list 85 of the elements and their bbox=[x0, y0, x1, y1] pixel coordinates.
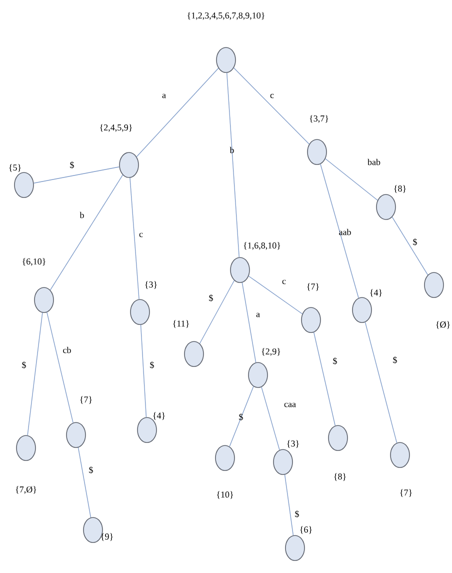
set-label: {7} bbox=[80, 396, 92, 404]
tree-edge bbox=[136, 68, 219, 158]
tree-node bbox=[230, 257, 250, 283]
edge-label: aab bbox=[339, 228, 351, 236]
edge-label: $ bbox=[413, 238, 417, 246]
edge-label: $ bbox=[22, 361, 26, 369]
tree-node bbox=[248, 362, 268, 388]
edge-label: $ bbox=[209, 294, 213, 302]
tree-node bbox=[424, 272, 444, 298]
set-label: {Ø} bbox=[436, 321, 450, 329]
tree-edge bbox=[46, 312, 74, 424]
tree-node bbox=[66, 422, 86, 448]
edge-label: $ bbox=[150, 361, 154, 369]
edge-label: caa bbox=[284, 402, 296, 408]
set-label: {1,2,3,4,5,6,7,8,9,10} bbox=[188, 12, 264, 20]
tree-edge bbox=[233, 68, 310, 144]
tree-node bbox=[390, 442, 410, 468]
tree-node bbox=[273, 449, 293, 475]
edge-label: a bbox=[162, 94, 166, 98]
edge-label: b bbox=[230, 146, 234, 154]
set-label: {5} bbox=[9, 164, 21, 172]
tree-edge bbox=[27, 312, 43, 436]
tree-edge bbox=[226, 72, 240, 258]
tree-node bbox=[215, 445, 235, 471]
edge-label: c bbox=[282, 280, 286, 284]
tree-edge bbox=[325, 158, 378, 201]
tree-edge bbox=[78, 447, 92, 518]
tree-node bbox=[352, 297, 372, 323]
tree-node bbox=[14, 172, 34, 198]
tree-edge bbox=[284, 474, 294, 536]
tree-node bbox=[376, 194, 396, 220]
tree-node bbox=[34, 287, 54, 313]
tree-edge bbox=[229, 386, 254, 447]
tree-node bbox=[184, 341, 204, 367]
tree-node bbox=[83, 517, 103, 543]
set-label: {7} bbox=[400, 489, 412, 497]
tree-node bbox=[301, 307, 321, 333]
set-label: {2,9} bbox=[262, 348, 280, 356]
set-label: {6} bbox=[300, 526, 312, 534]
tree-node bbox=[307, 139, 327, 165]
edge-label: $ bbox=[393, 356, 397, 364]
edge-label: a bbox=[256, 312, 260, 318]
set-label: {2,4,5,9} bbox=[100, 124, 132, 132]
tree-edge bbox=[392, 216, 428, 276]
tree-edge bbox=[130, 177, 140, 300]
set-label: {4} bbox=[370, 289, 382, 297]
edge-label: $ bbox=[333, 357, 337, 365]
edge-label: $ bbox=[70, 161, 74, 169]
edge-label: c bbox=[270, 94, 274, 98]
set-label: {1,6,8,10} bbox=[244, 242, 280, 250]
set-label: {3} bbox=[287, 440, 299, 448]
tree-node bbox=[216, 47, 236, 73]
set-label: {9} bbox=[101, 533, 113, 541]
set-label: {8} bbox=[334, 473, 346, 481]
tree-edge bbox=[313, 332, 336, 426]
tree-edge bbox=[248, 276, 303, 314]
set-label: {6,10} bbox=[22, 258, 46, 266]
edge-label: b bbox=[80, 212, 84, 218]
set-label: {8} bbox=[394, 185, 406, 193]
tree-edge bbox=[364, 322, 398, 444]
set-label: {7} bbox=[307, 283, 319, 291]
edge-label: bab bbox=[368, 158, 380, 166]
tree-edge bbox=[140, 324, 147, 418]
tree-node bbox=[119, 152, 139, 178]
set-label: {11} bbox=[173, 320, 189, 328]
tree-node bbox=[328, 425, 348, 451]
set-label: {3} bbox=[145, 281, 157, 289]
tree-edge bbox=[199, 280, 235, 344]
edge-label: cb bbox=[63, 346, 71, 354]
edge-label: c bbox=[139, 232, 143, 238]
edge-label: $ bbox=[89, 466, 93, 474]
tree-edge bbox=[33, 166, 120, 184]
tree-node bbox=[285, 535, 305, 561]
edge-label: $ bbox=[295, 510, 299, 518]
tree-edge bbox=[242, 282, 256, 363]
tree-edge bbox=[320, 164, 359, 298]
edge-label: $ bbox=[239, 413, 243, 421]
set-label: {10} bbox=[217, 491, 233, 499]
set-label: {7,Ø} bbox=[16, 486, 36, 494]
tree-node bbox=[16, 435, 36, 461]
set-label: {3,7} bbox=[310, 115, 328, 123]
tree-edge bbox=[261, 386, 280, 450]
tree-edge bbox=[50, 174, 124, 290]
set-label: {4} bbox=[153, 412, 165, 420]
tree-node bbox=[130, 299, 150, 325]
